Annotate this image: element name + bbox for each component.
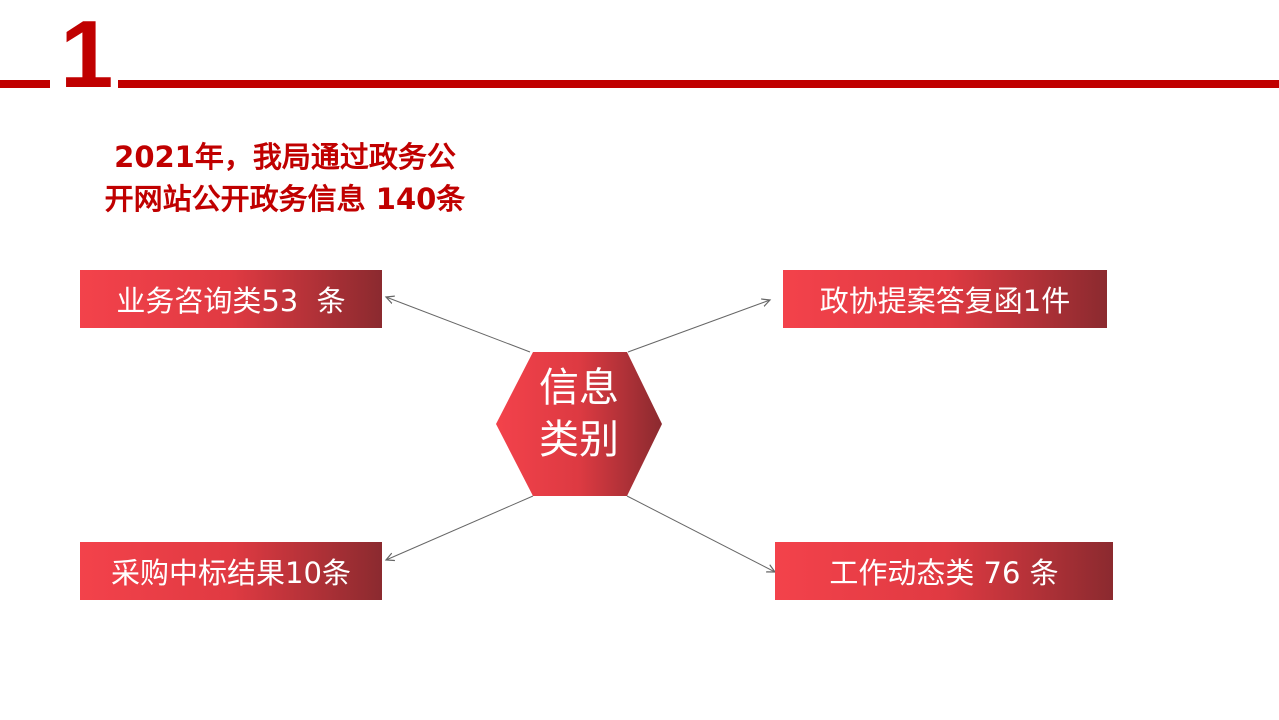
- center-label-line-2: 类别: [539, 417, 619, 463]
- center-label: 信息 类别: [496, 362, 662, 466]
- category-business-consulting: 业务咨询类53 条: [80, 270, 382, 328]
- connector-arrow-top-left: [386, 297, 531, 353]
- center-hexagon: [496, 352, 662, 496]
- slide-title: 2021年，我局通过政务公 开网站公开政务信息 140条: [50, 136, 520, 220]
- connector-arrow-top-right: [627, 300, 770, 353]
- category-procurement-results: 采购中标结果10条: [80, 542, 382, 600]
- header-rule-left: [0, 80, 50, 88]
- title-line-2: 开网站公开政务信息 140条: [104, 182, 466, 216]
- connector-arrow-bottom-right: [626, 495, 775, 572]
- title-line-1: 2021年，我局通过政务公: [114, 140, 456, 174]
- category-work-updates: 工作动态类 76 条: [775, 542, 1113, 600]
- section-number: 1: [60, 1, 114, 108]
- connector-arrow-bottom-left: [386, 495, 534, 560]
- header-rule-right: [118, 80, 1279, 88]
- category-cppcc-proposal-replies: 政协提案答复函1件: [783, 270, 1107, 328]
- center-label-line-1: 信息: [539, 365, 619, 411]
